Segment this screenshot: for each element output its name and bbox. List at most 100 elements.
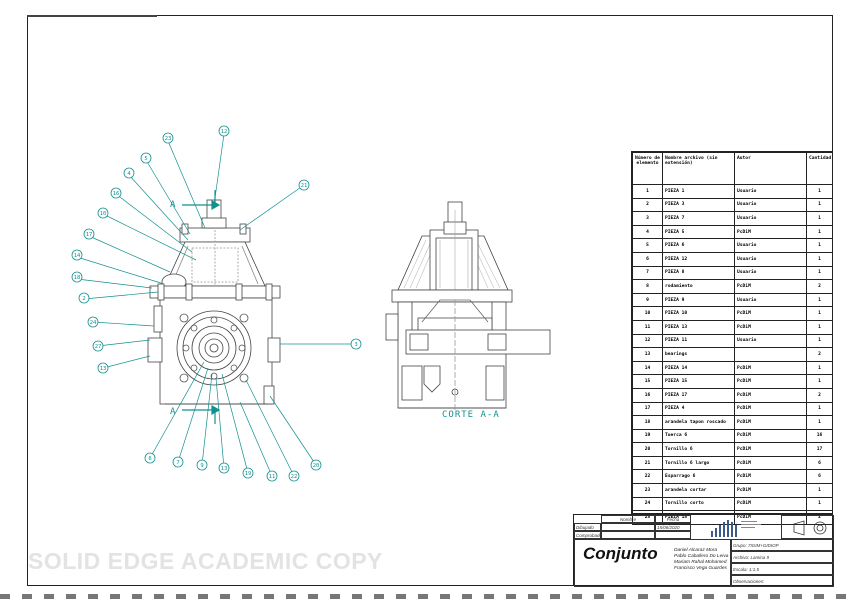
balloon-label: 13: [221, 466, 228, 472]
bearing-cover-outer: [176, 310, 252, 386]
tb-title-area: [574, 539, 731, 587]
balloon-label: 14: [74, 253, 81, 259]
tb-col-fecha: Fecha: [655, 515, 691, 523]
bom-cell-number: 13: [632, 347, 663, 362]
bom-cell-author: PcDiM: [734, 319, 807, 335]
bom-cell-qty: 1: [806, 184, 833, 199]
bom-cell-author: PcDiM: [734, 483, 807, 498]
balloon-label: 4: [127, 171, 131, 177]
tb-dibujado-name: [601, 523, 655, 531]
bom-cell-author: Usuario: [734, 292, 807, 308]
tb-comprobado-date: [655, 531, 691, 539]
bom-cell-qty: 1: [806, 360, 833, 376]
item-balloon: 6: [144, 452, 156, 464]
bom-cell-number: 18: [632, 415, 663, 430]
author: Daniel Alcaraz Mora: [674, 548, 718, 553]
balloon-label: 2: [82, 296, 85, 302]
section-view: [385, 201, 551, 410]
bom-cell-number: 4: [632, 224, 663, 240]
bom-header-name: Nombre archivo (sin extensión): [662, 152, 735, 185]
bom-cell-qty: 1: [806, 224, 833, 240]
bom-cell-name: PIEZA 11: [662, 333, 735, 349]
bom-cell-number: 10: [632, 306, 663, 321]
balloon-label: 23: [165, 136, 172, 142]
item-balloon: 24: [87, 316, 99, 328]
item-balloon: 12: [218, 125, 230, 137]
bom-cell-qty: 1: [806, 483, 833, 498]
bom-cell-qty: 1: [806, 415, 833, 430]
section-marker-bottom: A: [170, 407, 176, 417]
item-balloon: 27: [92, 340, 104, 352]
tb-row-comprobado: Comprobado: [574, 531, 603, 539]
bom-cell-author: PcDiM: [734, 496, 807, 512]
bom-cell-name: PIEZA 13: [662, 319, 735, 335]
title-block: Nombre Fecha Dibujado 15/06/2020 Comprob…: [573, 514, 834, 587]
tb-archivo: Archivo: Lamina 9: [731, 551, 834, 563]
item-balloon: 20: [310, 459, 322, 471]
bom-cell-name: PIEZA 1: [662, 184, 735, 199]
bom-cell-qty: 1: [806, 401, 833, 417]
bom-cell-author: PcDiM: [734, 415, 807, 430]
balloon-label: 24: [90, 320, 97, 326]
bom-cell-number: 12: [632, 333, 663, 349]
bom-cell-author: PcDiM: [734, 442, 807, 457]
bom-cell-qty: 1: [806, 251, 833, 267]
balloon-label: 20: [313, 463, 320, 469]
bom-cell-author: PcDiM: [734, 360, 807, 376]
item-balloon: 23: [162, 132, 174, 144]
bom-header-qty: Cantidad: [806, 152, 833, 185]
bom-cell-name: Tuerca 6: [662, 428, 735, 444]
item-balloon: 9: [196, 459, 208, 471]
tb-escala: Escala: 1:1.5: [731, 563, 834, 575]
bom-cell-name: PIEZA 9: [662, 292, 735, 308]
author: Pablo Caballero Do Leiva: [674, 554, 729, 559]
bom-cell-qty: 16: [806, 428, 833, 444]
balloon-leaders: [76, 133, 356, 477]
bom-cell-number: 2: [632, 197, 663, 213]
tb-dibujado-date: 15/06/2020: [655, 523, 691, 531]
bom-cell-author: Usuario: [734, 333, 807, 349]
item-balloon: 2: [78, 292, 90, 304]
bom-cell-number: 6: [632, 251, 663, 267]
bom-cell-qty: 1: [806, 496, 833, 512]
bom-cell-qty: 2: [806, 347, 833, 362]
bom-header-number: Número de elemento: [632, 152, 663, 185]
bom-cell-author: PcDiM: [734, 469, 807, 485]
bom-cell-number: 20: [632, 442, 663, 457]
item-balloon: 4: [123, 167, 135, 179]
bom-cell-qty: 2: [806, 387, 833, 403]
bom-cell-qty: 1: [806, 319, 833, 335]
balloon-label: 9: [200, 463, 203, 469]
balloon-label: 27: [95, 344, 102, 350]
bom-cell-qty: 1: [806, 374, 833, 389]
balloon-label: 17: [86, 232, 93, 238]
bom-cell-number: 16: [632, 387, 663, 403]
bom-cell-number: 22: [632, 469, 663, 485]
bom-cell-author: Usuario: [734, 238, 807, 253]
bom-cell-qty: 1: [806, 333, 833, 349]
item-balloon: 13: [97, 362, 109, 374]
balloon-label: 22: [291, 474, 298, 480]
balloon-label: 21: [301, 183, 308, 189]
bom-cell-name: PIEZA 4: [662, 401, 735, 417]
item-balloon: 22: [288, 470, 300, 482]
bom-cell-author: PcDiM: [734, 224, 807, 240]
authors-list: Daniel Alcaraz Mora Pablo Caballero Do L…: [674, 548, 728, 572]
bom-cell-author: Usuario: [734, 184, 807, 199]
balloon-label: 11: [269, 474, 276, 480]
